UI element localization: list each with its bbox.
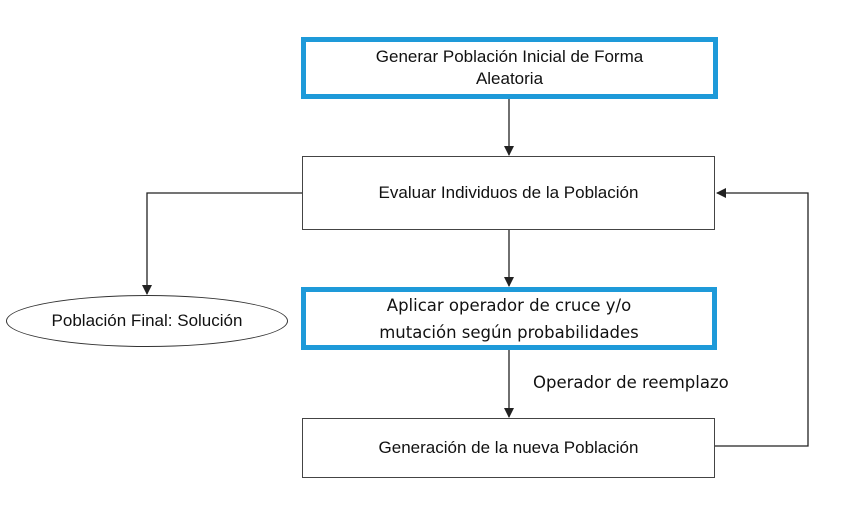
node-initial-population-line2: Aleatoria — [475, 69, 544, 88]
node-apply-operator: Aplicar operador de cruce y/o mutación s… — [301, 287, 717, 350]
node-evaluate-individuals: Evaluar Individuos de la Población — [302, 156, 715, 230]
node-initial-population-line1: Generar Población Inicial de Forma — [375, 47, 644, 66]
edge-label-replacement: Operador de reemplazo — [533, 373, 729, 392]
node-evaluate-individuals-label: Evaluar Individuos de la Población — [378, 183, 639, 202]
node-initial-population: Generar Población Inicial de Forma Aleat… — [301, 37, 718, 99]
arrow-evaluate-to-final — [142, 192, 302, 295]
node-apply-operator-line2: mutación según probabilidades — [379, 322, 639, 342]
node-new-generation: Generación de la nueva Población — [302, 418, 715, 478]
arrow-loop-to-evaluate — [715, 188, 809, 447]
node-apply-operator-line1: Aplicar operador de cruce y/o — [386, 295, 632, 315]
node-final-solution-label: Población Final: Solución — [51, 311, 243, 330]
node-final-solution: Población Final: Solución — [6, 295, 288, 347]
node-new-generation-label: Generación de la nueva Población — [378, 438, 639, 457]
